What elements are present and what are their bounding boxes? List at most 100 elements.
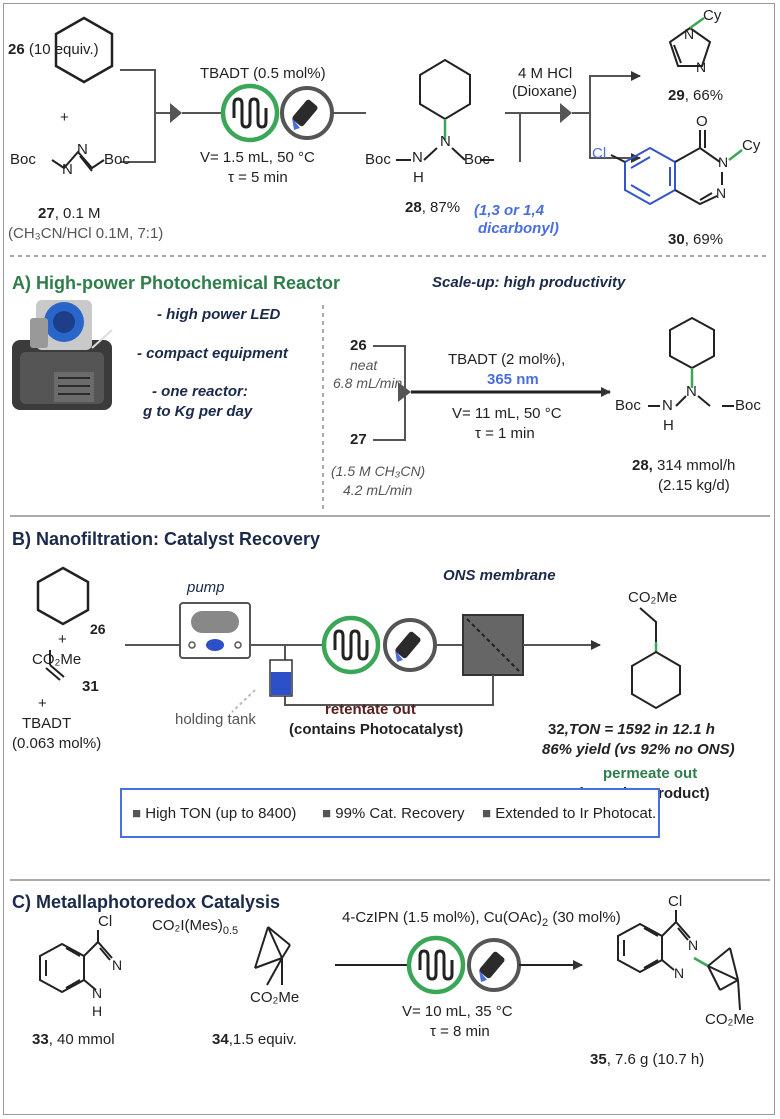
a-p-n1: N [662,397,673,414]
dioxane-label: (Dioxane) [512,83,578,100]
azo-27-bonds [51,150,105,170]
p28-h: H [413,169,424,186]
bullet-square-icon: ■ [132,805,142,822]
p28-boc1: Boc [365,151,391,168]
b-p32-line1: 32,TON = 1592 in 12.1 h [548,721,715,738]
mixer-branch [560,103,572,123]
bcp-34 [254,926,291,986]
c-p35-n2: N [674,965,685,981]
b-pump: pump [187,579,225,596]
cyclohexane-26-ring [54,16,114,84]
b-ons: ONS membrane [443,567,556,584]
c-flow-cond: V= 10 mL, 35 °C [402,1003,513,1020]
plus-top: + [60,109,69,126]
tbadt-cond-top: TBADT (0.5 mol%) [200,65,326,82]
mixer-top [170,103,182,123]
b-retentate-1: retentate out [325,701,416,718]
feature-1: ■ High TON (up to 8400) [132,805,297,822]
pyrazole-29-ring [668,26,712,67]
c-cmpd33-label: 33, 40 mmol [32,1031,115,1048]
features-box: ■ High TON (up to 8400) ■ 99% Cat. Recov… [120,788,660,838]
bullet-square-icon: ■ [482,805,492,822]
cmpd28-label: 28, 87% [405,199,461,216]
a-wavelength: 365 nm [487,371,539,388]
p29-n: N [684,26,695,42]
a-cmpd27: 27 [350,431,367,448]
p28-boc2: Boc [464,151,490,168]
n-27-2: N [77,141,88,158]
a-p-h: H [663,417,674,434]
a-tau: τ = 1 min [475,425,535,442]
a-p-boc2: Boc [735,397,761,414]
tau-top: τ = 5 min [228,169,288,186]
p32-cyclohexane [631,650,681,710]
reactor-photo [12,300,113,410]
flow-cond-top: V= 1.5 mL, 50 °C [200,149,315,166]
c-cmpd35-label: 35, 7.6 g (10.7 h) [590,1051,705,1068]
p29-cy: Cy [703,7,722,24]
p30-cl: Cl [592,145,607,162]
c-conditions: 4-CzIPN (1.5 mol%), Cu(OAc)2 (30 mol%) [342,909,621,929]
p28-n1: N [412,149,423,166]
b-p32-line2: 86% yield (vs 92% no ONS) [542,741,735,758]
a-flow27: 4.2 mL/min [343,482,413,498]
b-cmpd31: 31 [82,678,99,695]
c-cmpd34-label: 34,1.5 equiv. [212,1031,297,1048]
p30-cy: Cy [742,137,761,154]
p30-n2: N [716,185,727,201]
n-27-1: N [62,161,73,178]
c-p34-reagent: CO₂I(Mes)0.5 [152,917,239,937]
b-plus1: + [58,631,67,648]
c-p35-cl: Cl [668,893,683,910]
c-p33-h: H [92,1003,103,1019]
boc-27-right: Boc [104,151,130,168]
p30-n: N [718,154,729,170]
b-co2me: CO₂Me [32,651,82,668]
a-p-boc1: Boc [615,397,641,414]
bullet-3b: g to Kg per day [143,403,253,420]
p28-n2: N [440,133,451,150]
a-cmpd26: 26 [350,337,367,354]
b-retentate-2: (contains Photocatalyst) [289,721,464,738]
cmpd27-solvent: (CH₃CN/HCl 0.1M, 7:1) [8,225,164,242]
a-product-rate: 28, 314 mmol/h [632,457,736,474]
b-tbadt: TBADT [22,715,72,732]
hcl-label: 4 M HCl [518,65,573,82]
a-neat: neat [350,357,378,373]
c-p35-n: N [688,937,699,953]
a-flow-cond: V= 11 mL, 50 °C [452,405,562,422]
p29-n2: N [696,59,707,75]
cmpd30-label: 30, 69% [668,231,724,248]
cyclohexane-26b [36,566,90,626]
cmpd26-label: 26 (10 equiv.) [8,41,99,58]
p28-cyclohexane [419,58,471,121]
bullet-square-icon: ■ [322,805,332,822]
bullet-1: - high power LED [157,306,281,323]
c-p33-cl: Cl [98,913,113,930]
feed-line-27 [120,113,156,163]
bullet-3a: - one reactor: [152,383,248,400]
mixer-a [398,382,411,402]
c-tau: τ = 8 min [430,1023,490,1040]
boc-27-left: Boc [10,151,36,168]
a-tbadt: TBADT (2 mol%), [448,351,566,368]
b-p32-co2me: CO₂Me [628,589,678,606]
a-flow26: 6.8 mL/min [333,375,403,391]
section-b-title: B) Nanofiltration: Catalyst Recovery [12,529,321,549]
b-holding-tank: holding tank [175,711,256,728]
section-a-title: A) High-power Photochemical Reactor [12,273,341,293]
c-p35-co2me: CO₂Me [705,1011,755,1028]
a-conc27: (1.5 M CH₃CN) [331,463,426,479]
p30-o: O [696,113,708,130]
feature-2: ■ 99% Cat. Recovery [322,805,465,822]
p28a-cyclohexane [669,316,715,370]
dicarbonyl-1: (1,3 or 1,4 [474,202,545,219]
b-plus2: + [38,695,47,712]
section-c-title: C) Metallaphotoredox Catalysis [12,892,281,912]
a-product-kg: (2.15 kg/d) [658,477,730,494]
feature-3: ■ Extended to Ir Photocat. [482,805,657,822]
scaleup-label: Scale-up: high productivity [432,274,626,291]
b-tbadt-amt: (0.063 mol%) [12,735,102,752]
a-p-n2: N [686,383,697,400]
